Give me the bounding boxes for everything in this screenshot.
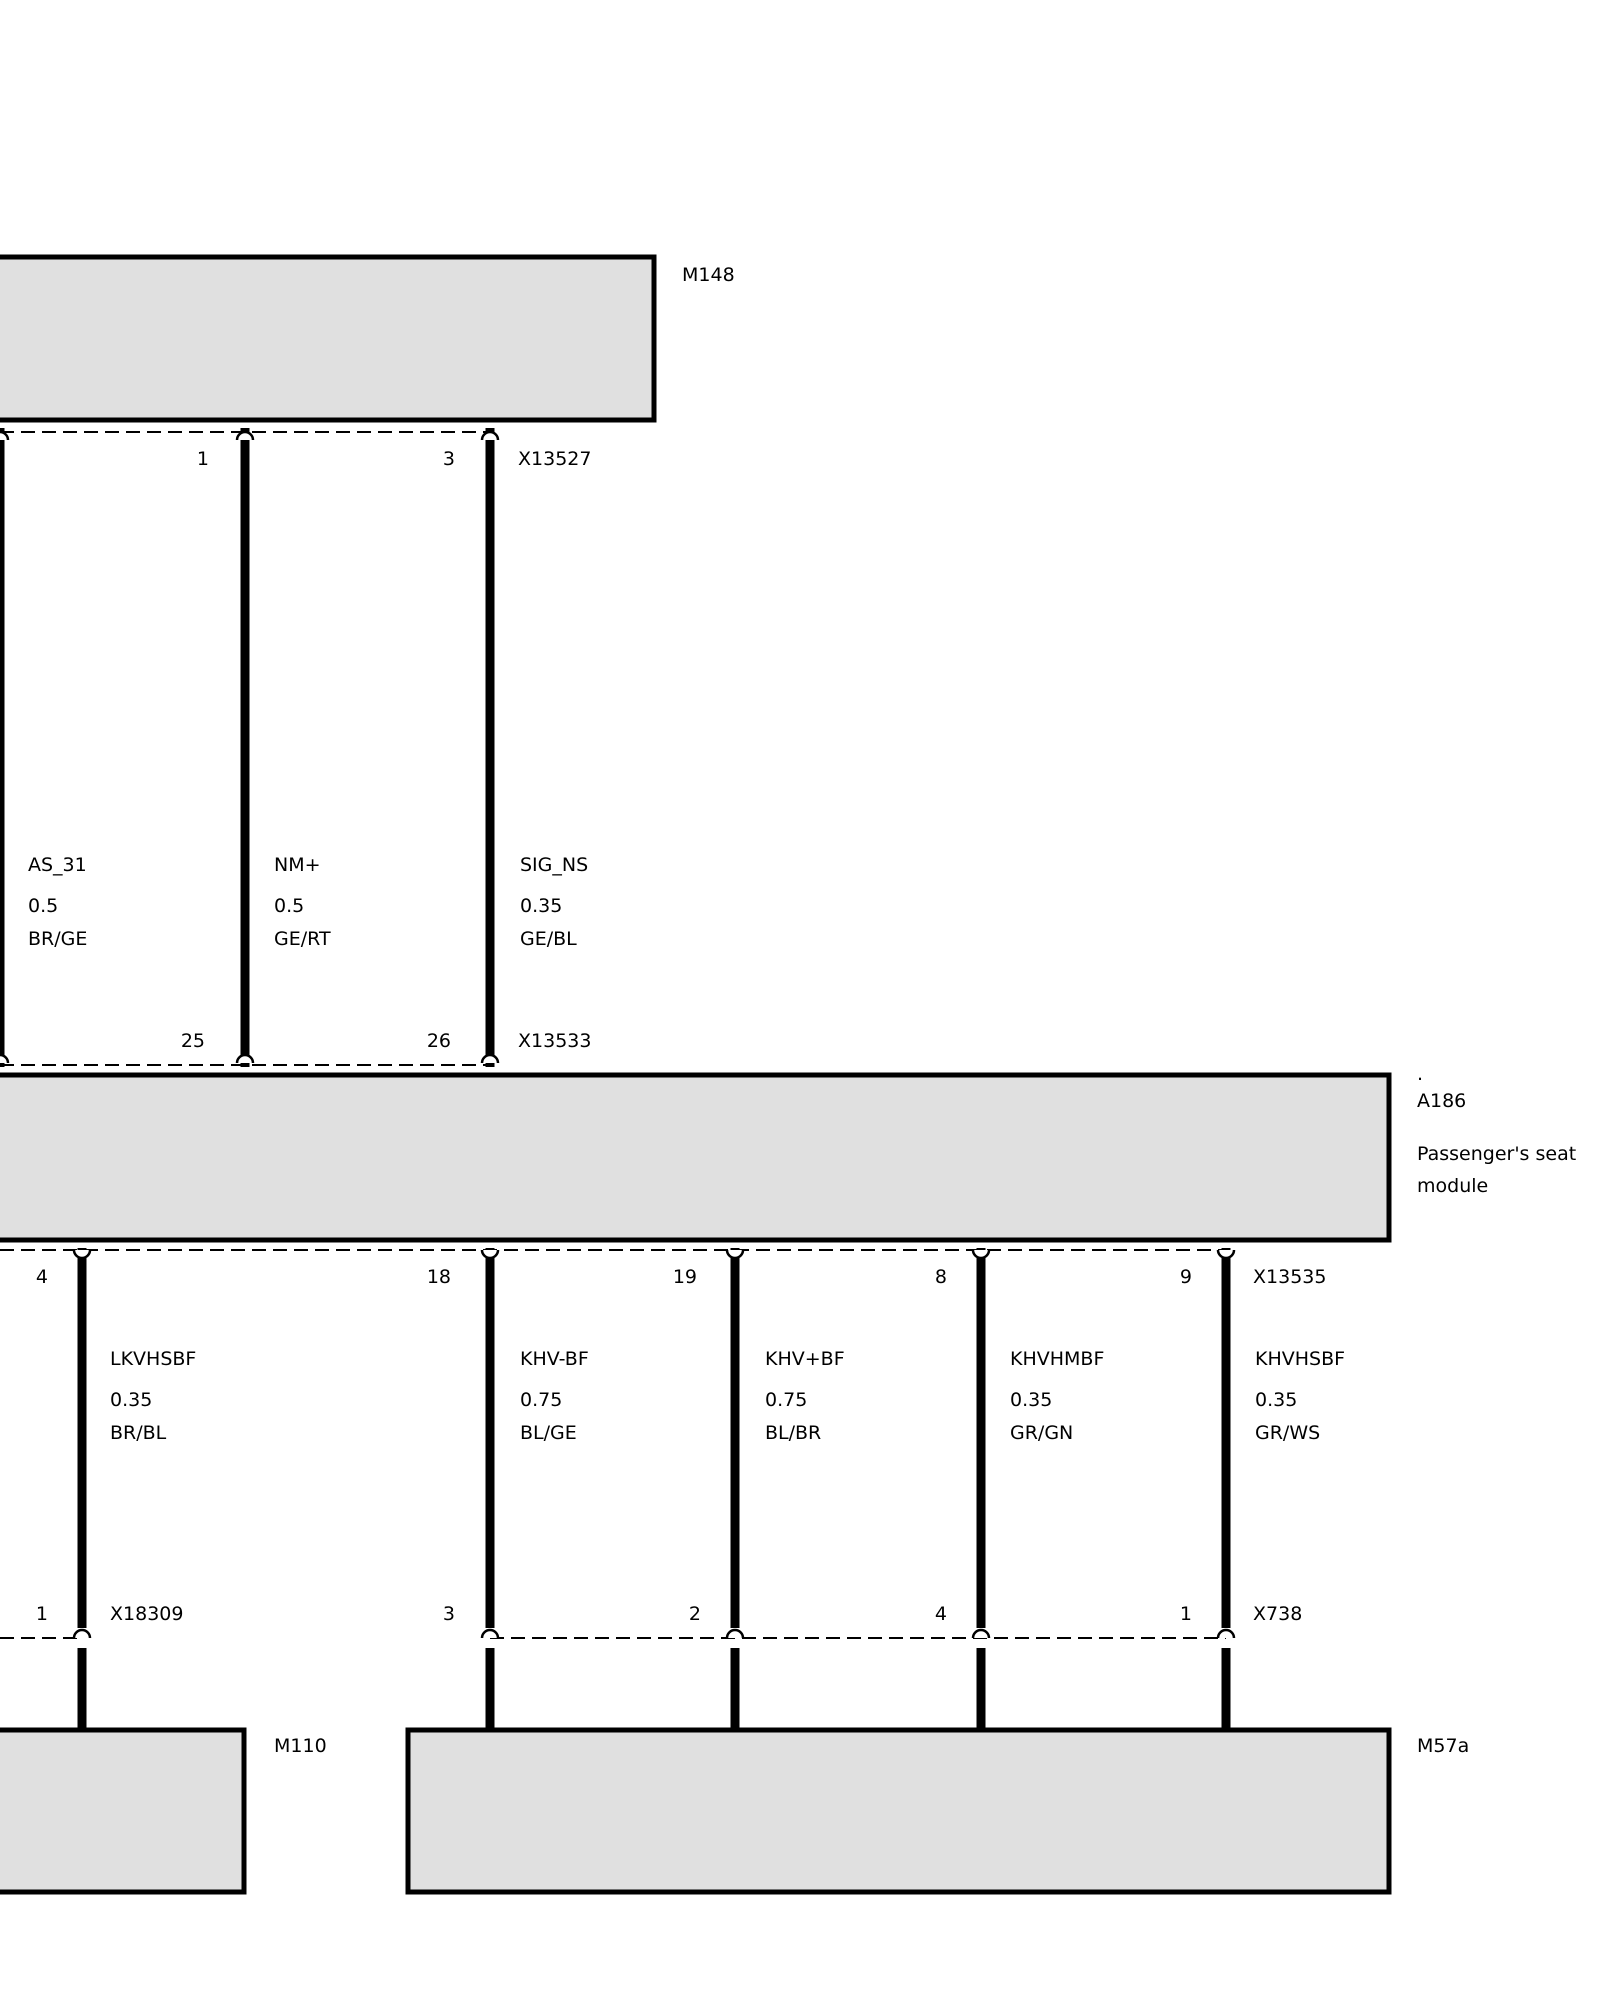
pin-number: 18 <box>427 1266 451 1288</box>
wire-color-label: GE/RT <box>274 928 331 950</box>
wire-color-label: GR/GN <box>1010 1422 1073 1444</box>
wire-gauge-label: 0.35 <box>520 895 562 917</box>
pin-cap <box>480 430 500 441</box>
pin-number: 25 <box>181 1030 205 1052</box>
wire-gauge-label: 0.5 <box>274 895 304 917</box>
m57a-label: M57a <box>1417 1735 1469 1757</box>
m110-component-box <box>0 1727 247 1895</box>
wire-signal-label: LKVHSBF <box>110 1348 196 1370</box>
wire-signal-label: KHV+BF <box>765 1348 845 1370</box>
pin-number: 19 <box>673 1266 697 1288</box>
pin-number: 3 <box>443 448 455 470</box>
wire-color-label: BR/BL <box>110 1422 167 1444</box>
connector-x18309-label: X18309 <box>110 1603 183 1625</box>
wire-gauge-label: 0.35 <box>110 1389 152 1411</box>
pin-cap <box>480 1053 500 1064</box>
a186-description-line1: Passenger's seat <box>1417 1143 1576 1165</box>
pin-cap <box>235 430 255 441</box>
pin-cap <box>0 430 10 441</box>
wire-gauge-label: 0.35 <box>1255 1389 1297 1411</box>
pin-cap <box>971 1249 991 1260</box>
pin-number: 1 <box>197 448 209 470</box>
pin-number: 1 <box>1180 1603 1192 1625</box>
m148-label: M148 <box>682 264 735 286</box>
wire-signal-label: NM+ <box>274 854 321 876</box>
pin-number: 3 <box>443 1603 455 1625</box>
pin-cap <box>72 1628 92 1639</box>
pin-cap <box>72 1249 92 1260</box>
wire-signal-label: AS_31 <box>28 854 87 876</box>
a186-description-line2: module <box>1417 1175 1488 1197</box>
connector-x13535-label: X13535 <box>1253 1266 1326 1288</box>
pin-number: 26 <box>427 1030 451 1052</box>
m148-component-box <box>0 254 657 423</box>
pin-cap <box>1216 1628 1236 1639</box>
pin-number: 1 <box>36 1603 48 1625</box>
wire-signal-label: KHVHMBF <box>1010 1348 1104 1370</box>
wire-gauge-label: 0.5 <box>28 895 58 917</box>
pin-number: 4 <box>36 1266 48 1288</box>
wire-signal-label: KHV-BF <box>520 1348 589 1370</box>
pin-cap <box>725 1249 745 1260</box>
pin-cap <box>725 1628 745 1639</box>
wire-signal-label: SIG_NS <box>520 854 588 876</box>
wire-color-label: BL/GE <box>520 1422 577 1444</box>
pin-cap <box>971 1628 991 1639</box>
wire-color-label: GE/BL <box>520 928 577 950</box>
pin-cap <box>480 1249 500 1260</box>
wire-color-label: BR/GE <box>28 928 87 950</box>
a186-dot: . <box>1417 1063 1423 1085</box>
pin-number: 4 <box>935 1603 947 1625</box>
pin-number: 2 <box>689 1603 701 1625</box>
wire-gauge-label: 0.35 <box>1010 1389 1052 1411</box>
wire-color-label: BL/BR <box>765 1422 821 1444</box>
pin-cap <box>235 1053 255 1064</box>
wire-gauge-label: 0.75 <box>520 1389 562 1411</box>
pin-number: 9 <box>1180 1266 1192 1288</box>
pin-number: 8 <box>935 1266 947 1288</box>
pin-cap <box>480 1628 500 1639</box>
m110-label: M110 <box>274 1735 327 1757</box>
wire-gauge-label: 0.75 <box>765 1389 807 1411</box>
connector-x738-label: X738 <box>1253 1603 1302 1625</box>
pin-cap <box>0 1053 10 1064</box>
connector-x13533-label: X13533 <box>518 1030 591 1052</box>
pin-cap <box>1216 1249 1236 1260</box>
wire-color-label: GR/WS <box>1255 1422 1320 1444</box>
wire-signal-label: KHVHSBF <box>1255 1348 1345 1370</box>
connector-x13527-label: X13527 <box>518 448 591 470</box>
a186-module-box <box>0 1072 1392 1243</box>
m57a-component-box <box>405 1727 1392 1895</box>
a186-label: A186 <box>1417 1090 1466 1112</box>
